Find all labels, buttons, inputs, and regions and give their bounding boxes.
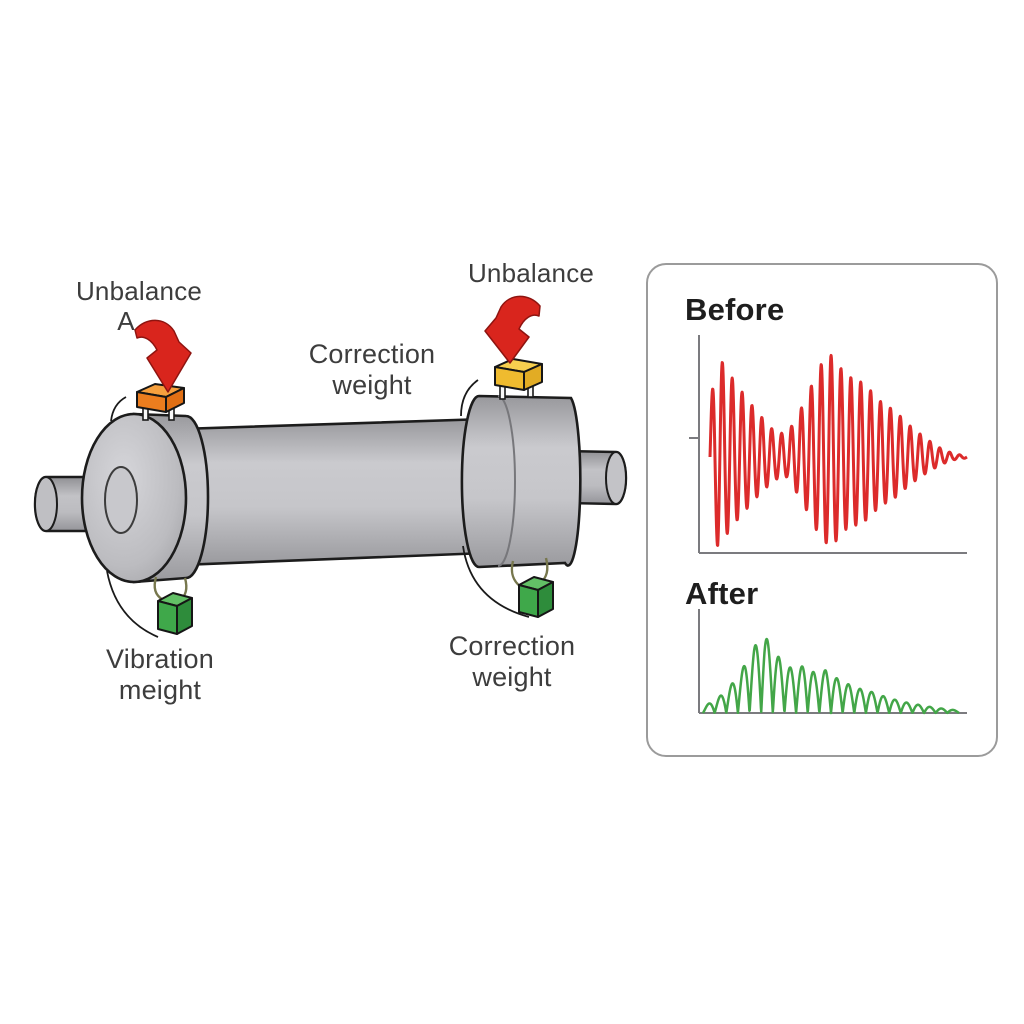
correction-weight-right-block bbox=[518, 576, 554, 618]
unbalance-weight-right-block bbox=[494, 358, 543, 391]
after-waveform-chart bbox=[698, 609, 967, 715]
label-vibration-line1: Vibration bbox=[106, 644, 214, 674]
right-collar bbox=[460, 394, 582, 569]
shaft-boss bbox=[104, 466, 138, 534]
label-correction-weight-bottom: Correction weight bbox=[437, 631, 587, 693]
after-title: After bbox=[685, 576, 759, 611]
label-correction-top-line2: weight bbox=[332, 369, 412, 400]
swing-arc-bottom-left bbox=[106, 570, 159, 638]
label-correction-bottom-line2: weight bbox=[472, 661, 552, 692]
swing-arc-bottom-right bbox=[462, 545, 530, 618]
label-correction-top-line1: Correction bbox=[308, 339, 436, 369]
unbalance-weight-left-block bbox=[136, 383, 185, 413]
label-correction-weight-top: Correction weight bbox=[297, 339, 447, 401]
label-vibration-line2: meight bbox=[118, 674, 202, 705]
rotor-body bbox=[178, 417, 494, 567]
label-correction-bottom-line1: Correction bbox=[448, 631, 576, 661]
left-flange bbox=[80, 412, 210, 584]
unbalance-arrow-right-icon bbox=[484, 295, 541, 364]
swing-arc-top-left bbox=[110, 396, 127, 422]
before-title: Before bbox=[685, 292, 785, 327]
before-after-panel: Before After bbox=[646, 263, 998, 757]
label-vibration-weight: Vibration meight bbox=[85, 644, 235, 706]
correction-weight-left-block bbox=[157, 592, 193, 635]
before-waveform-chart bbox=[689, 335, 969, 554]
label-unbalance-a-line2: A bbox=[117, 305, 135, 336]
label-unbalance-a: Unbalance A bbox=[54, 276, 224, 336]
label-unbalance-a-line1: Unbalance bbox=[75, 276, 203, 306]
unbalance-arrow-left-icon bbox=[134, 319, 192, 393]
label-unbalance-right: Unbalance bbox=[467, 258, 595, 288]
swing-arc-top-right bbox=[460, 379, 479, 417]
